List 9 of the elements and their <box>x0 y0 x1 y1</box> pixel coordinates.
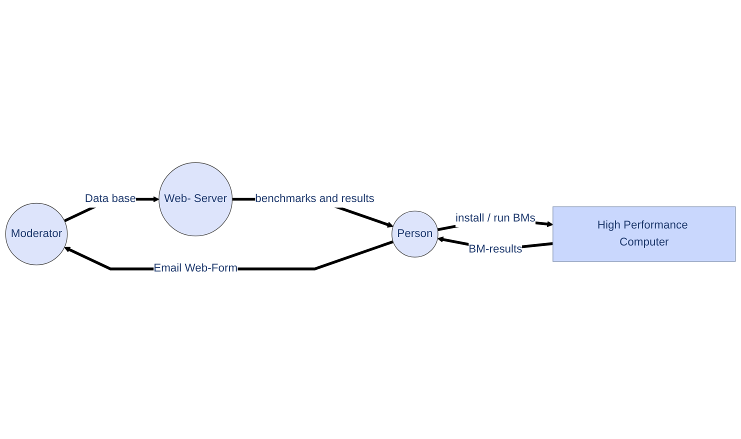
edge-label: BM-results <box>468 242 522 255</box>
edge-label: install / run BMs <box>456 212 536 224</box>
node-circle: Person <box>392 210 438 258</box>
edge-label: benchmarks and results <box>255 192 374 204</box>
edge-label: Data base <box>84 192 136 204</box>
node-box: High Performance Computer <box>552 206 736 262</box>
node-circle: Web- Server <box>158 162 233 236</box>
node-circle: Moderator <box>5 202 68 265</box>
edge-label: Email Web-Form <box>154 262 238 274</box>
